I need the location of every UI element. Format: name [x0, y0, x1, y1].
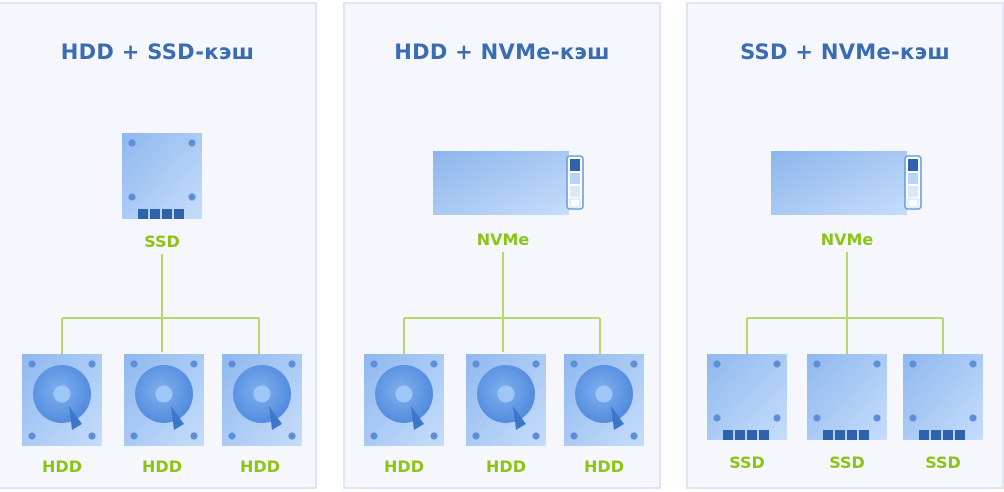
hdd-icon — [22, 354, 102, 446]
drive-label: SSD — [829, 453, 865, 472]
ssd-icon — [807, 354, 887, 440]
drive-label: SSD — [925, 453, 961, 472]
drive-label: HDD — [384, 457, 424, 476]
drive-label: HDD — [486, 457, 526, 476]
connector-lines — [746, 252, 944, 354]
connector-lines — [403, 252, 601, 354]
panel-title: SSD + NVMe-кэш — [740, 40, 950, 64]
drive-label: HDD — [42, 457, 82, 476]
connector-lines — [61, 254, 260, 354]
hdd-icon — [124, 354, 204, 446]
panel-hdd-ssd-cache: HDD + SSD-кэш SSD HDD HDD HDD — [0, 2, 317, 489]
drive-label: HDD — [142, 457, 182, 476]
ssd-icon — [707, 354, 787, 440]
hdd-icon — [222, 354, 302, 446]
hdd-icon — [364, 354, 444, 446]
hdd-icon — [564, 354, 644, 446]
drive-label: SSD — [729, 453, 765, 472]
hdd-icon — [466, 354, 546, 446]
nvme-cache-drive-icon — [433, 150, 585, 216]
drive-label: HDD — [240, 457, 280, 476]
panel-title: HDD + NVMe-кэш — [394, 40, 610, 64]
cache-label: NVMe — [820, 230, 874, 249]
ssd-icon — [903, 354, 983, 440]
panel-title: HDD + SSD-кэш — [60, 40, 255, 64]
drive-label: HDD — [584, 457, 624, 476]
panel-hdd-nvme-cache: HDD + NVMe-кэш NVMe HDD HDD HDD — [343, 2, 661, 489]
panel-ssd-nvme-cache: SSD + NVMe-кэш NVMe SSD SSD SSD — [686, 2, 1004, 489]
ssd-cache-drive-icon — [122, 133, 202, 219]
cache-label: SSD — [144, 232, 180, 251]
nvme-cache-drive-icon — [771, 150, 923, 216]
cache-label: NVMe — [476, 230, 530, 249]
